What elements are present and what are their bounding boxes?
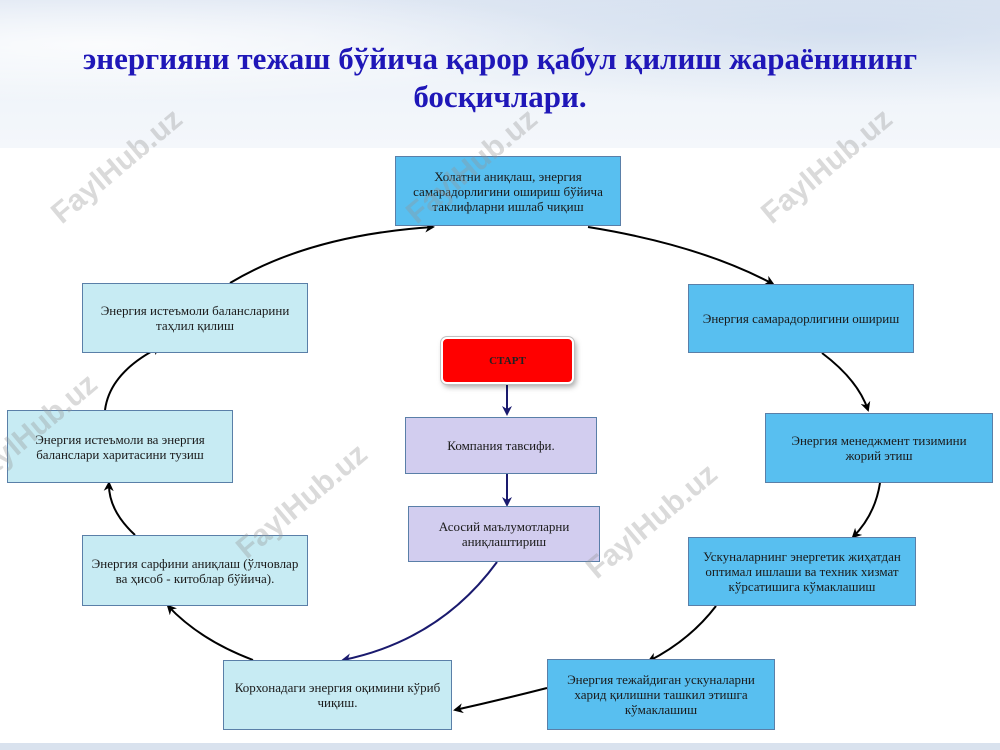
step-increase-efficiency: Энергия самарадорлигини ошириш bbox=[688, 284, 914, 353]
step-equipment-optimization: Ускуналарнинг энергетик жиҳатдан оптимал… bbox=[688, 537, 916, 606]
step-procurement-support: Энергия тежайдиган ускуналарни харид қил… bbox=[547, 659, 775, 730]
header-background bbox=[0, 0, 1000, 148]
step-clarify-data: Асосий маълумотларни аниқлаштириш bbox=[408, 506, 600, 562]
step-company-description: Компания тавсифи. bbox=[405, 417, 597, 474]
step-energy-management: Энергия менеджмент тизимини жорий этиш bbox=[765, 413, 993, 483]
page-title: энергияни тежаш бўйича қарор қабул қилиш… bbox=[82, 41, 918, 114]
arrow-7-to-8 bbox=[103, 481, 136, 536]
arrow-5-to-6 bbox=[453, 687, 548, 714]
arrow-data-to-flow bbox=[341, 561, 498, 664]
arrow-4-to-5 bbox=[647, 605, 717, 662]
step-balance-map: Энергия истеъмоли ва энергия баланслари … bbox=[7, 410, 233, 483]
arrow-9-to-1 bbox=[229, 222, 435, 284]
arrow-2-to-3 bbox=[821, 352, 871, 412]
arrow-8-to-9 bbox=[104, 346, 162, 411]
start-button: СТАРТ bbox=[441, 337, 574, 384]
step-consumption-measurement: Энергия сарфини аниқлаш (ўлчовлар ва ҳис… bbox=[82, 535, 308, 606]
footer-strip bbox=[0, 743, 1000, 750]
arrow-3-to-4 bbox=[851, 482, 881, 539]
arrow-6-to-7 bbox=[166, 604, 254, 661]
step-situation-analysis: Холатни аниқлаш, энергия самарадорлигини… bbox=[395, 156, 621, 226]
step-energy-flow-review: Корхонадаги энергия оқимини кўриб чиқиш. bbox=[223, 660, 452, 730]
step-balance-analysis: Энергия истеъмоли балансларини таҳлил қи… bbox=[82, 283, 308, 353]
arrow-1-to-2 bbox=[587, 226, 775, 285]
